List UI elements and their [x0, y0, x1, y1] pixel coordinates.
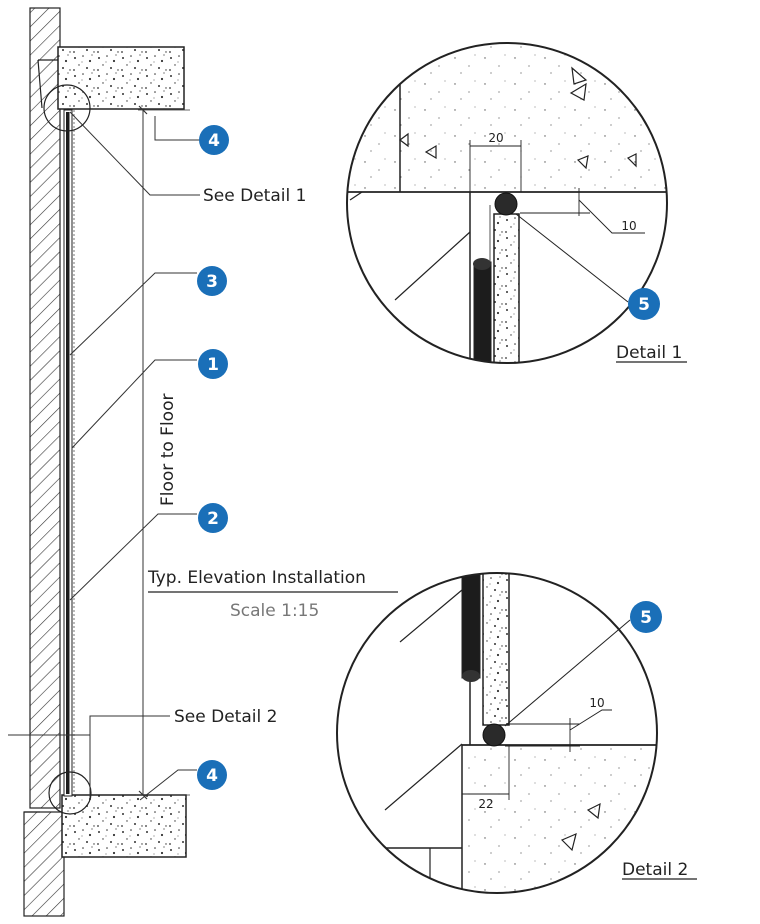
detail-2-view: 10 22 5 Detail 2: [336, 572, 697, 894]
detail-1-panel: [473, 261, 492, 363]
detail-1-backer-rod: [494, 192, 518, 216]
scale-label: Scale 1:15: [230, 601, 319, 621]
svg-text:4: 4: [206, 766, 218, 786]
callout-2: 2: [198, 503, 228, 533]
svg-text:5: 5: [640, 608, 652, 628]
svg-text:5: 5: [638, 295, 650, 315]
elevation-title: Typ. Elevation Installation: [147, 568, 366, 588]
svg-text:1: 1: [207, 355, 219, 375]
see-detail-2-label: See Detail 2: [174, 707, 277, 727]
detail-2-board: [482, 573, 510, 726]
detail-2-panel: [461, 573, 481, 679]
detail-1-marker: [43, 84, 91, 132]
see-detail-1-label: See Detail 1: [203, 186, 306, 206]
detail-1-view: 20 10 5 Detail 1: [346, 42, 687, 364]
wall-hatch: [29, 7, 61, 809]
detail-2-callout-5: 5: [630, 601, 662, 633]
callout-1: 1: [198, 349, 228, 379]
callout-4-top: 4: [199, 125, 229, 155]
detail-1-callout-5: 5: [628, 288, 660, 320]
svg-text:4: 4: [208, 131, 220, 151]
detail-1-gap-dim: 10: [621, 219, 636, 233]
panel-core: [66, 112, 70, 794]
detail-2-width-dim: 22: [478, 797, 493, 811]
callout-4-bottom: 4: [197, 760, 227, 790]
wall-hatch-lower: [23, 811, 65, 917]
detail-2-label: Detail 2: [622, 860, 688, 880]
elevation-view: Floor to Floor See Detail 1 See Detail 2…: [8, 7, 398, 917]
svg-text:2: 2: [207, 509, 219, 529]
detail-1-board: [493, 213, 520, 363]
callout-3: 3: [197, 266, 227, 296]
detail-2-backer-rod: [482, 723, 506, 747]
detail-1-width-dim: 20: [488, 131, 503, 145]
detail-2-gap-dim: 10: [589, 696, 604, 710]
svg-text:3: 3: [206, 272, 218, 292]
top-slab: [57, 46, 185, 110]
floor-to-floor-label: Floor to Floor: [158, 394, 178, 506]
detail-2-marker: [48, 771, 92, 815]
detail-1-label: Detail 1: [616, 343, 682, 363]
bottom-slab: [61, 794, 187, 858]
